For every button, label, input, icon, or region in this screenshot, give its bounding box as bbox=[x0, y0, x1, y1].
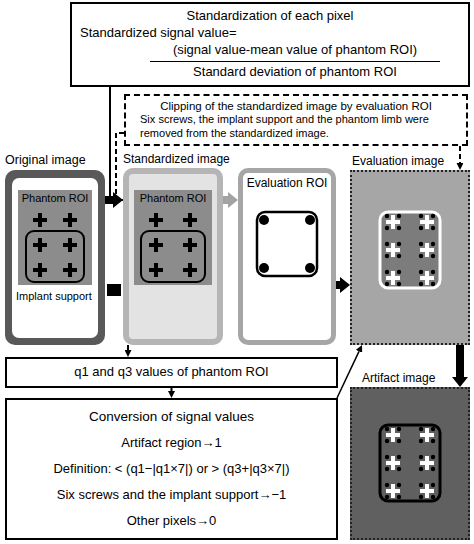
box-heading: Conversion of signal values bbox=[13, 409, 330, 426]
screw-symbol bbox=[419, 427, 435, 443]
screw-symbol bbox=[183, 213, 197, 227]
screw-symbol bbox=[63, 238, 77, 252]
roi-box: Phantom ROI bbox=[18, 190, 92, 285]
screw-symbol bbox=[385, 483, 401, 499]
screw-symbol bbox=[33, 213, 47, 227]
image-panel: Original imagePhantom ROI bbox=[5, 170, 105, 345]
box-heading: Standardized image bbox=[123, 152, 230, 166]
box-heading: Phantom ROI bbox=[18, 190, 92, 206]
screw-symbol bbox=[385, 455, 401, 471]
box-text: Artifact region→1 bbox=[13, 435, 330, 451]
connector-square bbox=[107, 284, 121, 296]
screw-symbol bbox=[419, 483, 435, 499]
process-box: Clipping of the standardized image by ev… bbox=[124, 94, 468, 146]
screw-dot bbox=[259, 215, 269, 225]
box-heading: Evaluation ROI bbox=[243, 173, 331, 191]
artifact-image-ground bbox=[350, 387, 470, 540]
connector-arrow bbox=[110, 87, 123, 200]
image-panel: Evaluation ROI bbox=[238, 168, 336, 345]
roi-outline bbox=[257, 212, 317, 276]
screw-symbol bbox=[385, 214, 401, 230]
screw-symbol bbox=[419, 242, 435, 258]
box-heading: Artifact image bbox=[362, 371, 435, 385]
connector-arrow bbox=[459, 146, 461, 163]
screw-symbol bbox=[183, 263, 197, 277]
screw-symbol bbox=[33, 263, 47, 277]
screw-symbol bbox=[183, 238, 197, 252]
phantom-area bbox=[134, 190, 212, 285]
screw-symbol bbox=[63, 213, 77, 227]
original-image-ground bbox=[5, 170, 105, 345]
image-panel: Evaluation image bbox=[350, 170, 470, 345]
screw-symbol bbox=[385, 242, 401, 258]
roi-outline bbox=[380, 212, 440, 288]
connector-arrow bbox=[337, 351, 359, 398]
box-text: Standardized signal value= bbox=[80, 25, 460, 42]
box-text: Six screws and the implant support→−1 bbox=[13, 487, 330, 503]
box-text: Standard deviation of phantom ROI bbox=[150, 61, 440, 81]
box-heading: Evaluation image bbox=[352, 154, 444, 168]
screw-dot bbox=[259, 263, 269, 273]
box-text: Definition: < (q1−|q1×7|) or > (q3+|q3×7… bbox=[13, 461, 330, 477]
screw-symbol bbox=[149, 213, 163, 227]
screw-symbol bbox=[419, 455, 435, 471]
box-heading: Clipping of the standardized image by ev… bbox=[132, 99, 460, 113]
roi-box: Phantom ROI bbox=[134, 190, 212, 285]
process-box: Standardization of each pixelStandardize… bbox=[70, 2, 470, 87]
box-heading: Phantom ROI bbox=[134, 190, 212, 206]
connector-arrow bbox=[456, 345, 464, 377]
evaluation-image-ground bbox=[350, 170, 470, 345]
connector-arrow bbox=[223, 196, 228, 204]
screw-dot bbox=[305, 215, 315, 225]
screw-symbol bbox=[33, 238, 47, 252]
screw-symbol bbox=[385, 270, 401, 286]
box-heading: Original image bbox=[5, 153, 86, 167]
screw-symbol bbox=[149, 263, 163, 277]
phantom-area bbox=[18, 190, 92, 285]
connector-arrow bbox=[171, 388, 173, 391]
screw-symbol bbox=[385, 427, 401, 443]
box-text: (signal value-mean value of phantom ROI) bbox=[150, 42, 440, 59]
evaluation-roi-ground bbox=[238, 168, 336, 345]
process-box: q1 and q3 values of phantom ROI bbox=[5, 357, 338, 388]
screw-symbol bbox=[63, 263, 77, 277]
box-text: Six screws, the implant support and the … bbox=[140, 113, 460, 141]
screw-symbol bbox=[419, 270, 435, 286]
standardized-image-ground bbox=[123, 168, 223, 345]
box-text: Other pixels→0 bbox=[13, 513, 330, 529]
box-heading: Standardization of each pixel bbox=[80, 8, 460, 25]
connector-arrow bbox=[336, 281, 340, 289]
process-box: Conversion of signal valuesArtifact regi… bbox=[5, 398, 338, 540]
screw-symbol bbox=[419, 214, 435, 230]
screw-symbol bbox=[149, 238, 163, 252]
image-panel: Artifact image bbox=[350, 387, 470, 540]
part-label: Implant support bbox=[16, 290, 92, 303]
image-field bbox=[12, 178, 98, 338]
implant-support-outline bbox=[141, 231, 205, 282]
box-heading: q1 and q3 values of phantom ROI bbox=[74, 364, 268, 380]
implant-support-outline bbox=[26, 231, 84, 282]
roi-outline bbox=[380, 425, 440, 501]
connector-arrow bbox=[127, 345, 129, 350]
image-panel: Standardized imagePhantom ROI bbox=[123, 168, 223, 345]
screw-dot bbox=[305, 263, 315, 273]
